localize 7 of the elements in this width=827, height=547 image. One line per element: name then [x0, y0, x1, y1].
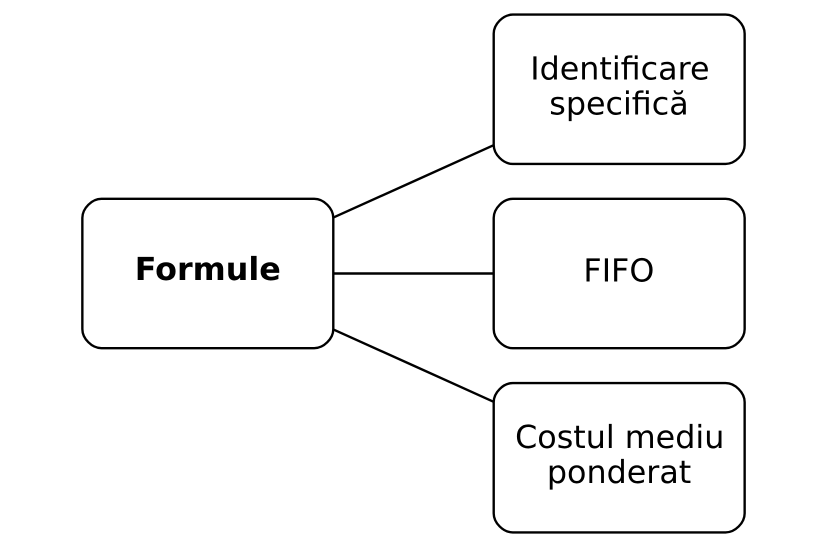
node-box: Formule [81, 198, 334, 350]
node-box: Identificare specifică [492, 13, 746, 166]
node-box: Costul mediu ponderat [492, 382, 746, 534]
connector [333, 144, 494, 219]
connector [334, 272, 494, 275]
connector [333, 328, 494, 403]
node-box: FIFO [492, 198, 746, 350]
